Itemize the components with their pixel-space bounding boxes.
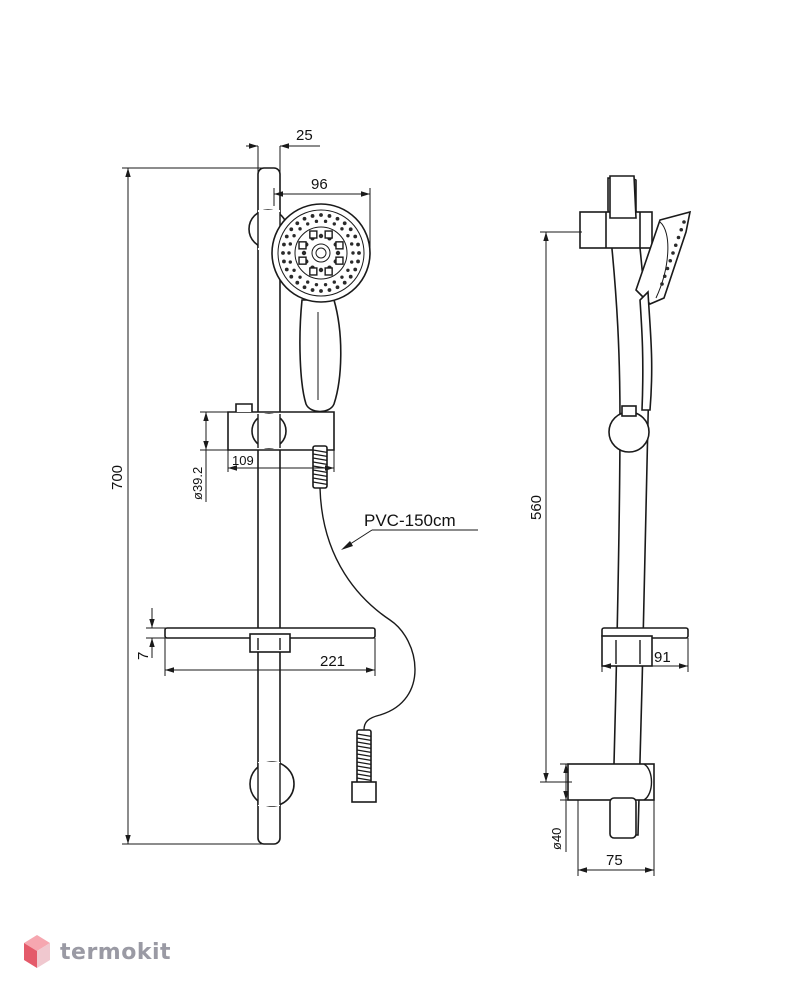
front-handset-handle xyxy=(299,299,342,413)
dim-tray-depth: 91 xyxy=(654,649,671,666)
front-hose xyxy=(319,487,416,731)
dim-bracket-spacing: 560 xyxy=(528,495,545,520)
front-slider-clamp xyxy=(227,403,335,451)
side-bottom-bracket xyxy=(567,763,655,839)
watermark-brand: termokit xyxy=(60,939,172,965)
side-tray-bracket xyxy=(601,627,689,667)
dim-slider-offset: 25 xyxy=(296,127,313,144)
termokit-logo-icon xyxy=(24,935,50,968)
dim-overall-height: 700 xyxy=(109,465,126,490)
side-top-bracket xyxy=(579,175,653,249)
side-slider-knob xyxy=(608,405,650,453)
dim-clamp-depth: 109 xyxy=(232,453,254,468)
dim-bracket-diameter: ø40 xyxy=(549,828,564,850)
front-hose-end-fitting xyxy=(351,729,377,803)
front-soap-tray xyxy=(164,627,376,653)
watermark: termokit xyxy=(22,934,171,970)
front-hose-connector xyxy=(312,445,328,489)
dim-tray-thickness: 7 xyxy=(135,652,152,660)
hose-label: PVC-150cm xyxy=(364,511,456,530)
front-view: 25 96 700 109 ø39.2 7 221 xyxy=(109,127,478,845)
dim-head-width: 96 xyxy=(311,176,328,193)
dim-bracket-depth: 75 xyxy=(606,852,623,869)
side-shower-head xyxy=(635,210,692,411)
side-view: 560 91 ø40 75 xyxy=(528,175,692,876)
front-slide-rail xyxy=(257,167,281,845)
front-shower-head xyxy=(271,203,371,303)
dim-tray-width: 221 xyxy=(320,653,345,670)
dim-rail-diameter: ø39.2 xyxy=(190,467,205,500)
